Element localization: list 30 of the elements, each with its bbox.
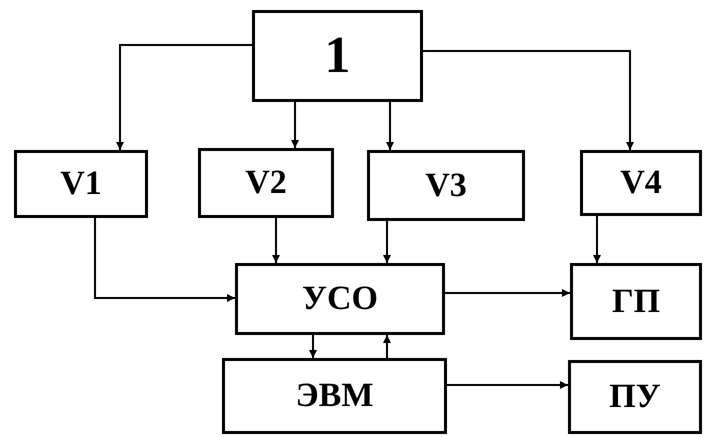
arrow [383,335,391,358]
block-box [568,360,702,434]
arrow [94,218,235,302]
arrow [383,221,391,263]
arrow [386,102,394,150]
block-box [198,148,334,218]
block-box [570,263,702,340]
block-box [252,10,423,102]
arrow [423,50,634,150]
block-box [367,150,525,221]
block-label: V1 [60,167,102,201]
arrow [593,216,601,263]
block-box [222,358,447,434]
block-label: ПУ [609,380,661,414]
block-label: УСО [302,282,378,316]
arrow [291,102,299,148]
block-label: V2 [245,166,287,200]
arrow [309,335,317,358]
arrow [447,381,568,389]
block-label: ЭВМ [296,379,374,413]
arrow [272,218,280,263]
block-label: ГП [612,284,660,318]
block-label: V3 [425,168,467,202]
block-label: V4 [620,166,662,200]
arrow [116,44,252,150]
arrow [445,289,570,297]
block-box [14,150,148,218]
block-box [580,150,702,216]
block-box [235,263,445,335]
block-label: 1 [324,30,350,82]
